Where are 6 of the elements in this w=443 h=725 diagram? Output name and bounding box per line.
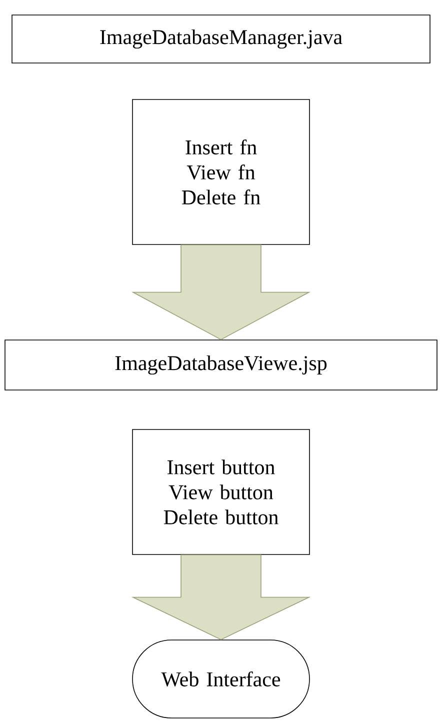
process-box: ImageDatabaseViewe.jsp <box>4 340 438 390</box>
process-box: Insert button View button Delete button <box>132 429 310 555</box>
process-box: Insert fn View fn Delete fn <box>132 99 310 245</box>
block-arrow <box>131 554 311 640</box>
block-arrow <box>131 244 311 340</box>
process-box: ImageDatabaseManager.java <box>12 14 430 64</box>
